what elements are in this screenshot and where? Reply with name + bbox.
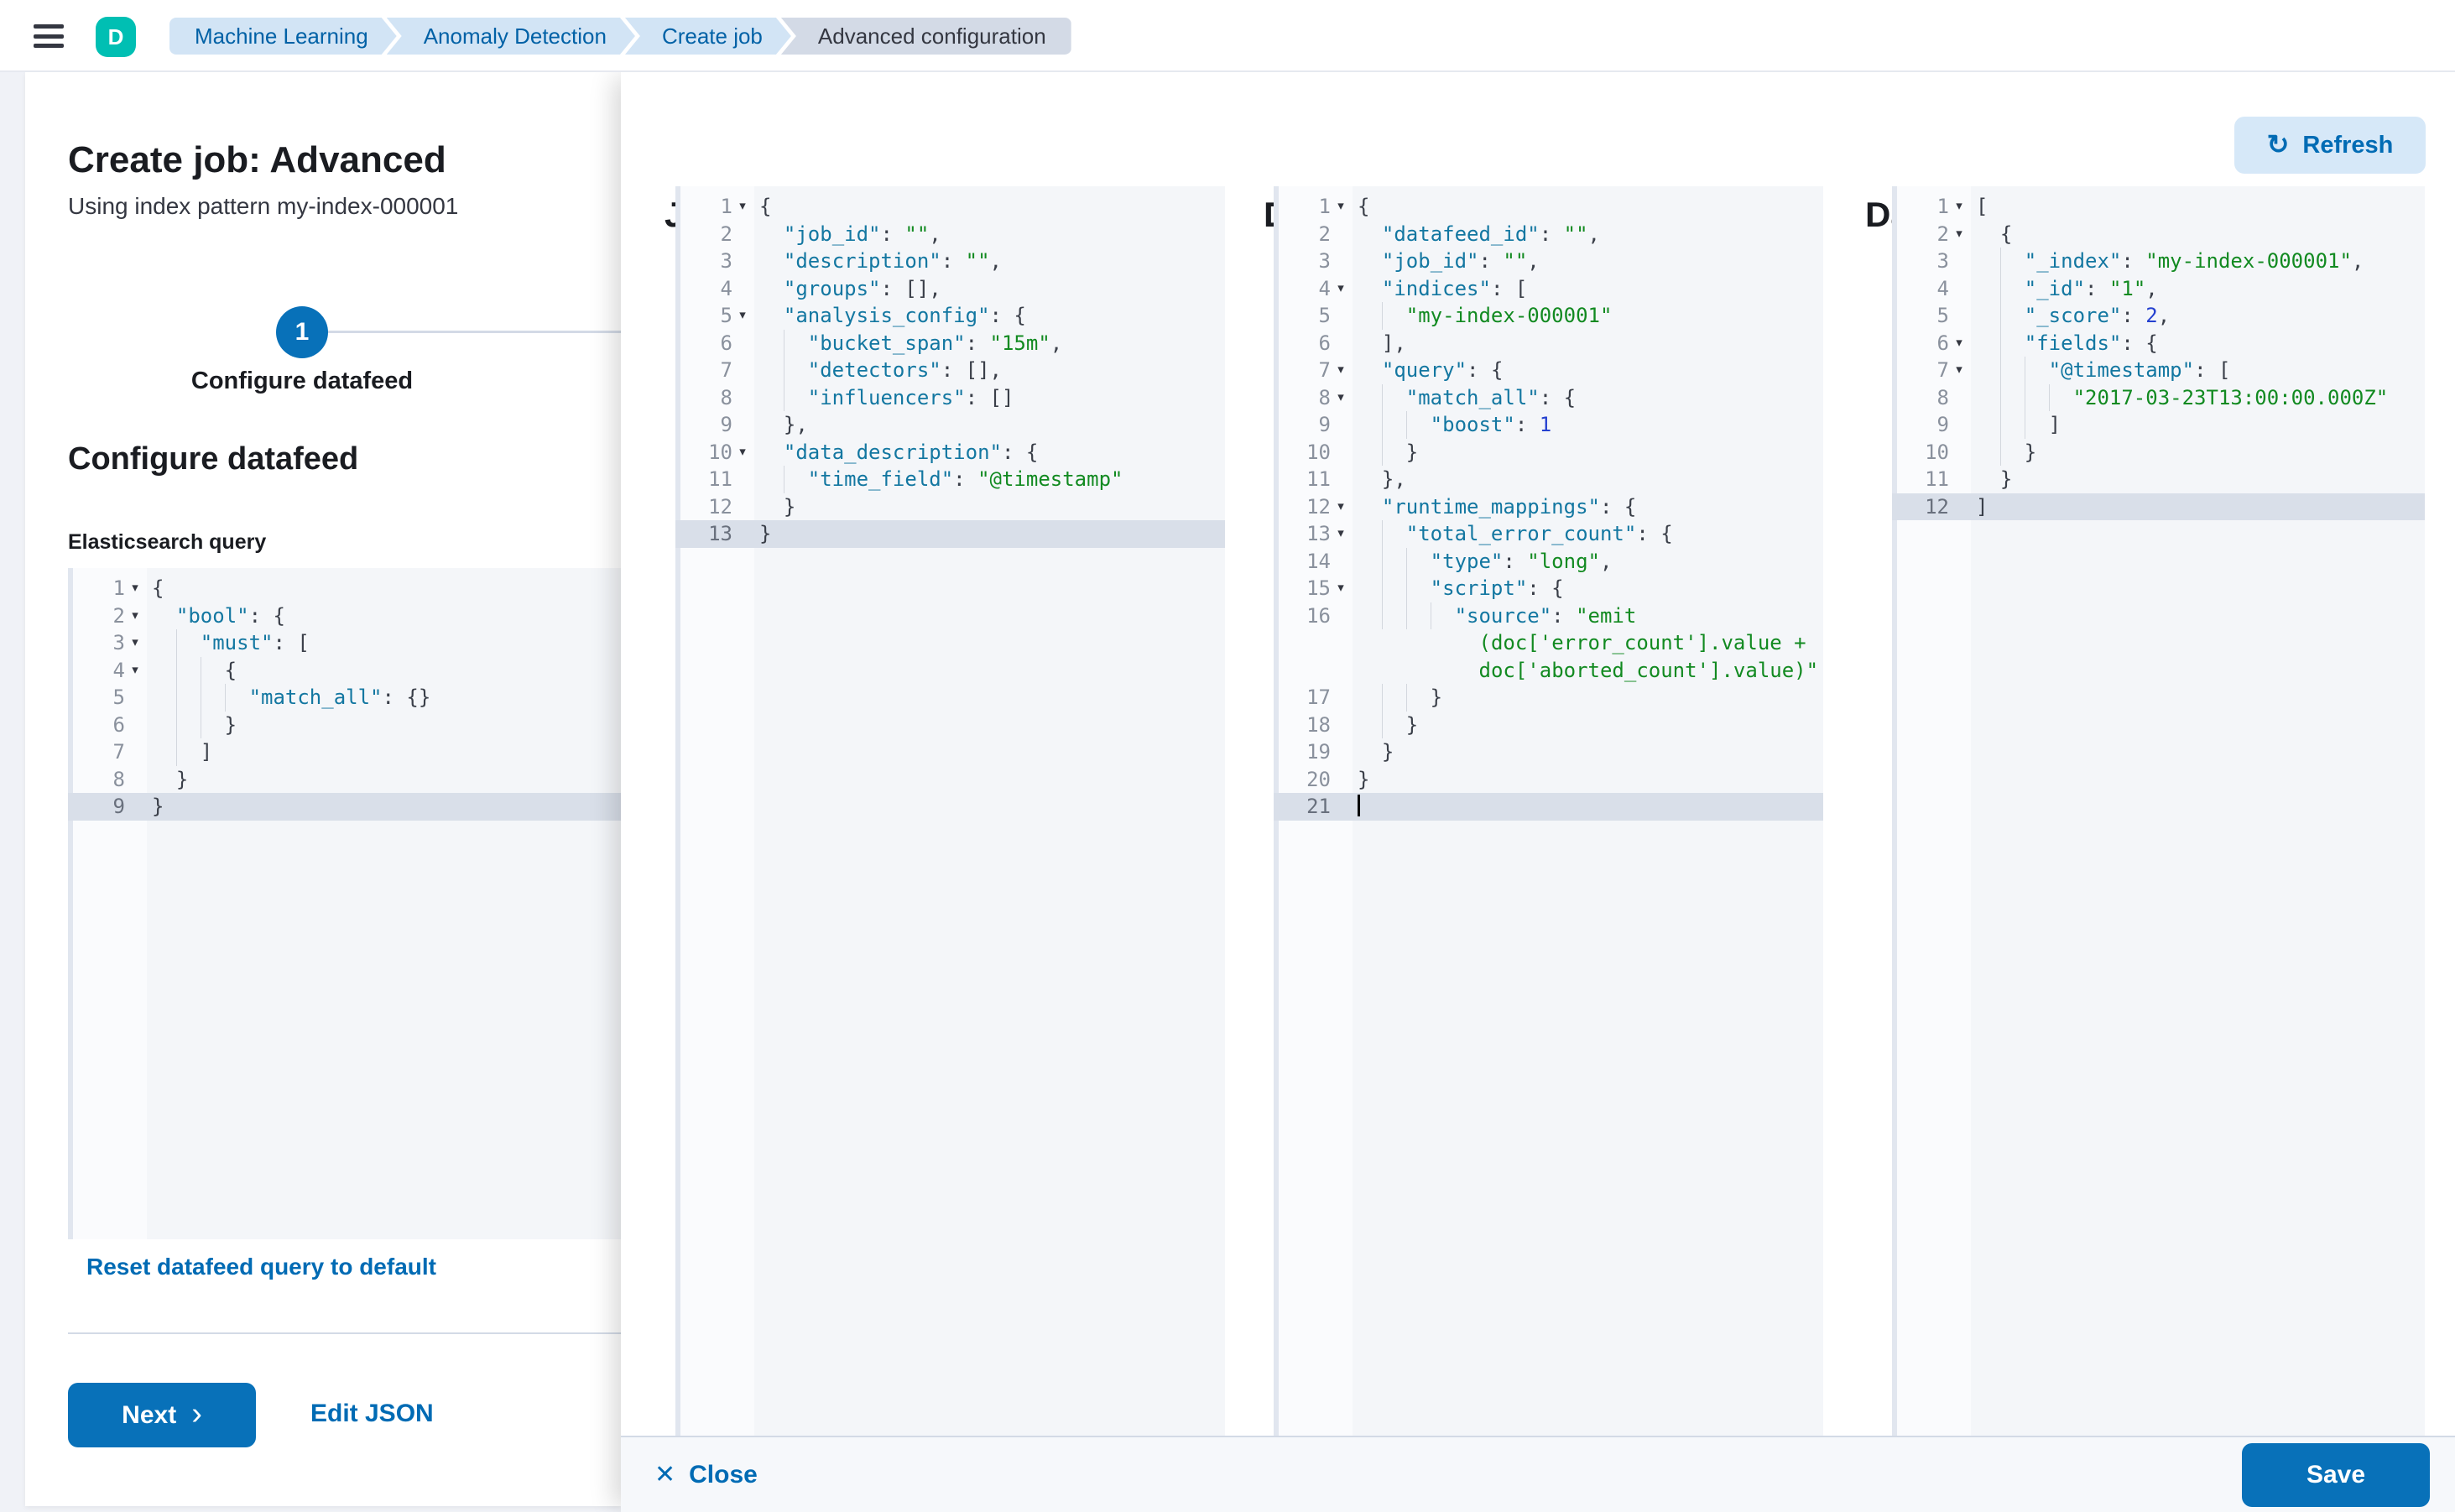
code-line[interactable]: 7"detectors": [], (675, 357, 1225, 384)
code-line[interactable]: 6▾"fields": { (1892, 329, 2425, 357)
code-line[interactable]: 1▾{ (112, 576, 164, 600)
menu-hamburger-icon[interactable] (34, 20, 64, 52)
close-button-label: Close (689, 1460, 758, 1489)
elasticsearch-query-editor[interactable]: 1▾{ 2▾"bool": {3▾"must": [4▾{5"match_all"… (68, 568, 621, 1239)
step-1-indicator[interactable]: 1 (276, 306, 328, 358)
code-line[interactable]: 10▾"data_description": { (708, 440, 1039, 464)
refresh-button[interactable]: ↻ Refresh (2234, 117, 2426, 174)
code-line[interactable]: 3"job_id": "", (1318, 249, 1540, 273)
next-button[interactable]: Next › (68, 1383, 256, 1447)
close-x-icon: ✕ (654, 1461, 676, 1489)
breadcrumb-machine-learning[interactable]: Machine Learning (169, 18, 397, 55)
code-line[interactable]: 2▾{ (1936, 222, 2013, 246)
code-line[interactable]: 9"boost": 1 (1274, 411, 1823, 439)
code-line[interactable]: 6"bucket_span": "15m", (675, 329, 1225, 357)
code-line[interactable]: 4"_id": "1", (1892, 274, 2425, 302)
code-line[interactable]: 19} (1306, 740, 1394, 764)
reset-datafeed-query-link[interactable]: Reset datafeed query to default (86, 1254, 436, 1280)
code-line[interactable]: 12▾"runtime_mappings": { (1306, 494, 1637, 519)
refresh-icon: ↻ (2266, 129, 2290, 159)
code-line[interactable]: 6} (68, 711, 621, 738)
code-line[interactable]: 3▾"must": [ (68, 629, 621, 657)
code-line[interactable]: 13} (675, 520, 1225, 548)
code-line[interactable]: 2▾"bool": { (112, 603, 285, 628)
code-line[interactable]: doc['aborted_count'].value)" (1358, 658, 1819, 682)
code-line[interactable]: 10} (1274, 438, 1823, 466)
divider (68, 1332, 621, 1334)
user-avatar[interactable]: D (96, 17, 136, 57)
code-line[interactable]: 8▾"match_all": { (1274, 383, 1823, 411)
code-line[interactable]: 11"time_field": "@timestamp" (675, 466, 1225, 493)
code-line[interactable]: 8"influencers": [] (675, 383, 1225, 411)
breadcrumb-anomaly-detection[interactable]: Anomaly Detection (387, 18, 635, 55)
refresh-button-label: Refresh (2302, 131, 2394, 159)
code-line[interactable]: 8"2017-03-23T13:00:00.000Z" (1892, 383, 2425, 411)
code-line[interactable]: 12] (1892, 493, 2425, 520)
create-job-wizard-panel: Create job: Advanced Using index pattern… (25, 72, 621, 1506)
step-connector-line (327, 331, 621, 333)
code-line[interactable]: 3"description": "", (720, 249, 1002, 273)
advanced-json-flyout: Job configuration JSON Datafeed configur… (621, 72, 2455, 1512)
elasticsearch-query-label: Elasticsearch query (68, 530, 267, 554)
breadcrumb: Machine Learning Anomaly Detection Creat… (169, 18, 1071, 55)
code-line[interactable]: 21 (1274, 793, 1823, 821)
datafeed-configuration-editor[interactable]: 1▾{ 2"datafeed_id": "", 3"job_id": "", 4▾"i… (1274, 186, 1823, 1436)
code-line[interactable]: 12} (708, 494, 796, 519)
code-line[interactable]: 3"_index": "my-index-000001", (1892, 248, 2425, 275)
code-line[interactable]: 13▾"total_error_count": { (1274, 520, 1823, 548)
configure-datafeed-heading: Configure datafeed (68, 441, 359, 477)
code-line[interactable]: 6], (1318, 331, 1406, 355)
code-line[interactable]: 15▾"script": { (1274, 575, 1823, 602)
code-line[interactable]: 11}, (1306, 467, 1406, 491)
code-line[interactable]: 2"job_id": "", (720, 222, 941, 246)
code-line[interactable]: 16"source": "emit (1274, 602, 1823, 629)
code-line[interactable]: 9} (68, 793, 621, 821)
code-line[interactable]: 18} (1274, 711, 1823, 738)
code-line[interactable]: 2"datafeed_id": "", (1318, 222, 1600, 246)
code-line[interactable]: 5"match_all": {} (68, 684, 621, 712)
next-button-label: Next (122, 1400, 177, 1429)
code-line[interactable]: 1▾{ (1318, 195, 1370, 218)
code-line[interactable]: 1▾{ (720, 195, 772, 218)
text-cursor (1358, 795, 1360, 816)
code-line[interactable]: 1▾[ (1936, 195, 1988, 218)
code-line[interactable]: 9}, (720, 413, 808, 436)
close-button[interactable]: ✕ Close (654, 1460, 758, 1489)
code-line[interactable]: 10} (1892, 438, 2425, 466)
breadcrumb-advanced-configuration: Advanced configuration (780, 18, 1071, 55)
step-1-label: Configure datafeed (190, 368, 414, 394)
code-line[interactable]: 17} (1274, 684, 1823, 712)
code-line[interactable]: 4"groups": [], (720, 276, 941, 300)
breadcrumb-create-job[interactable]: Create job (625, 18, 791, 55)
flyout-footer: ✕ Close Save (621, 1436, 2455, 1512)
code-line[interactable]: 9] (1892, 411, 2425, 439)
code-line[interactable]: 14"type": "long", (1274, 547, 1823, 575)
chevron-right-icon: › (191, 1395, 202, 1431)
code-line[interactable]: 11} (1925, 467, 2013, 491)
code-line[interactable]: 5"_score": 2, (1892, 302, 2425, 330)
datafeed-preview-editor[interactable]: 1▾[ 2▾{3"_index": "my-index-000001",4"_id… (1892, 186, 2425, 1436)
save-button[interactable]: Save (2242, 1442, 2430, 1507)
code-line[interactable]: 4▾"indices": [ (1318, 276, 1528, 300)
job-configuration-editor[interactable]: 1▾{ 2"job_id": "", 3"description": "", 4"gr… (675, 186, 1225, 1436)
code-line[interactable]: 7▾"query": { (1318, 358, 1504, 382)
code-line[interactable]: 5"my-index-000001" (1274, 302, 1823, 330)
index-pattern-subtitle: Using index pattern my-index-000001 (68, 193, 459, 219)
edit-json-link[interactable]: Edit JSON (310, 1400, 434, 1427)
page-title: Create job: Advanced (68, 139, 446, 180)
code-line[interactable]: 8} (112, 767, 189, 791)
code-line[interactable]: 5▾"analysis_config": { (720, 304, 1026, 327)
top-navigation-bar: D Machine Learning Anomaly Detection Cre… (0, 0, 2455, 72)
code-line[interactable]: (doc['error_count'].value + (1358, 631, 1806, 654)
code-line[interactable]: 20} (1306, 767, 1370, 791)
code-line[interactable]: 7▾"@timestamp": [ (1892, 357, 2425, 384)
code-line[interactable]: 7] (68, 738, 621, 766)
code-line[interactable]: 4▾{ (68, 656, 621, 684)
